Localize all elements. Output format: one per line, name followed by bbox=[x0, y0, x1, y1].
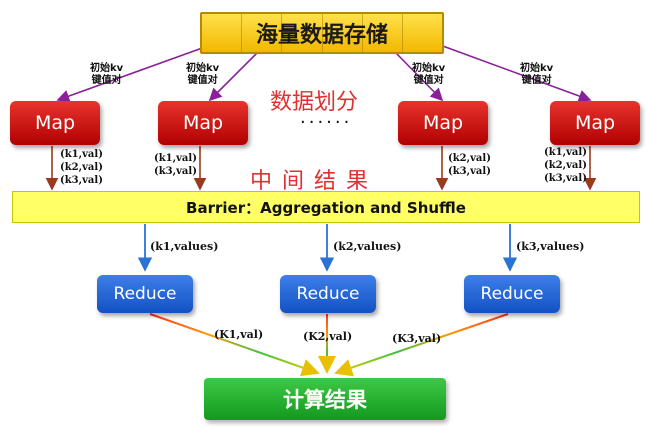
map-box-2: Map bbox=[158, 101, 248, 145]
map-output-2: (k1,val)(k3,val) bbox=[154, 153, 197, 177]
arrow-storage-map-2 bbox=[208, 51, 259, 102]
map-output-4: (k1,val)(k2,val)(k3,val) bbox=[544, 147, 587, 184]
map-box-3: Map bbox=[398, 101, 488, 145]
arrow-storage-map-4 bbox=[439, 44, 592, 103]
arrow-reduce-result-3 bbox=[334, 313, 509, 377]
shuffle-output-3: (k3,values) bbox=[516, 240, 585, 253]
reduce-box-3: Reduce bbox=[464, 275, 560, 313]
map-output-1: (k1,val)(k2,val)(k3,val) bbox=[60, 149, 103, 186]
map-output-3: (k2,val)(k3,val) bbox=[448, 153, 491, 177]
reduce-box-2: Reduce bbox=[280, 275, 376, 313]
reduce-output-2: (K2,val) bbox=[303, 330, 353, 343]
result-box: 计算结果 bbox=[204, 378, 446, 420]
reduce-box-1: Reduce bbox=[97, 275, 193, 313]
intermediate-result-label: 中间结果 bbox=[250, 169, 379, 194]
reduce-output-3: (K3,val) bbox=[392, 332, 442, 345]
reduce-output-1: (K1,val) bbox=[214, 328, 264, 341]
ellipsis: ······ bbox=[300, 112, 353, 133]
arrow-storage-map-3 bbox=[394, 51, 444, 102]
storage-label: 海量数据存储 bbox=[255, 23, 388, 48]
barrier-bar: Barrier：Aggregation and Shuffle bbox=[12, 191, 640, 223]
data-storage-box: 海量数据存储 bbox=[200, 12, 444, 54]
arrow-reduce-result-1 bbox=[149, 313, 320, 377]
map-box-4: Map bbox=[550, 101, 640, 145]
arrow-storage-map-1 bbox=[56, 46, 206, 103]
shuffle-output-1: (k1,values) bbox=[150, 240, 219, 253]
data-split-label: 数据划分 bbox=[270, 90, 359, 115]
map-box-1: Map bbox=[10, 101, 100, 145]
shuffle-output-2: (k2,values) bbox=[333, 240, 402, 253]
